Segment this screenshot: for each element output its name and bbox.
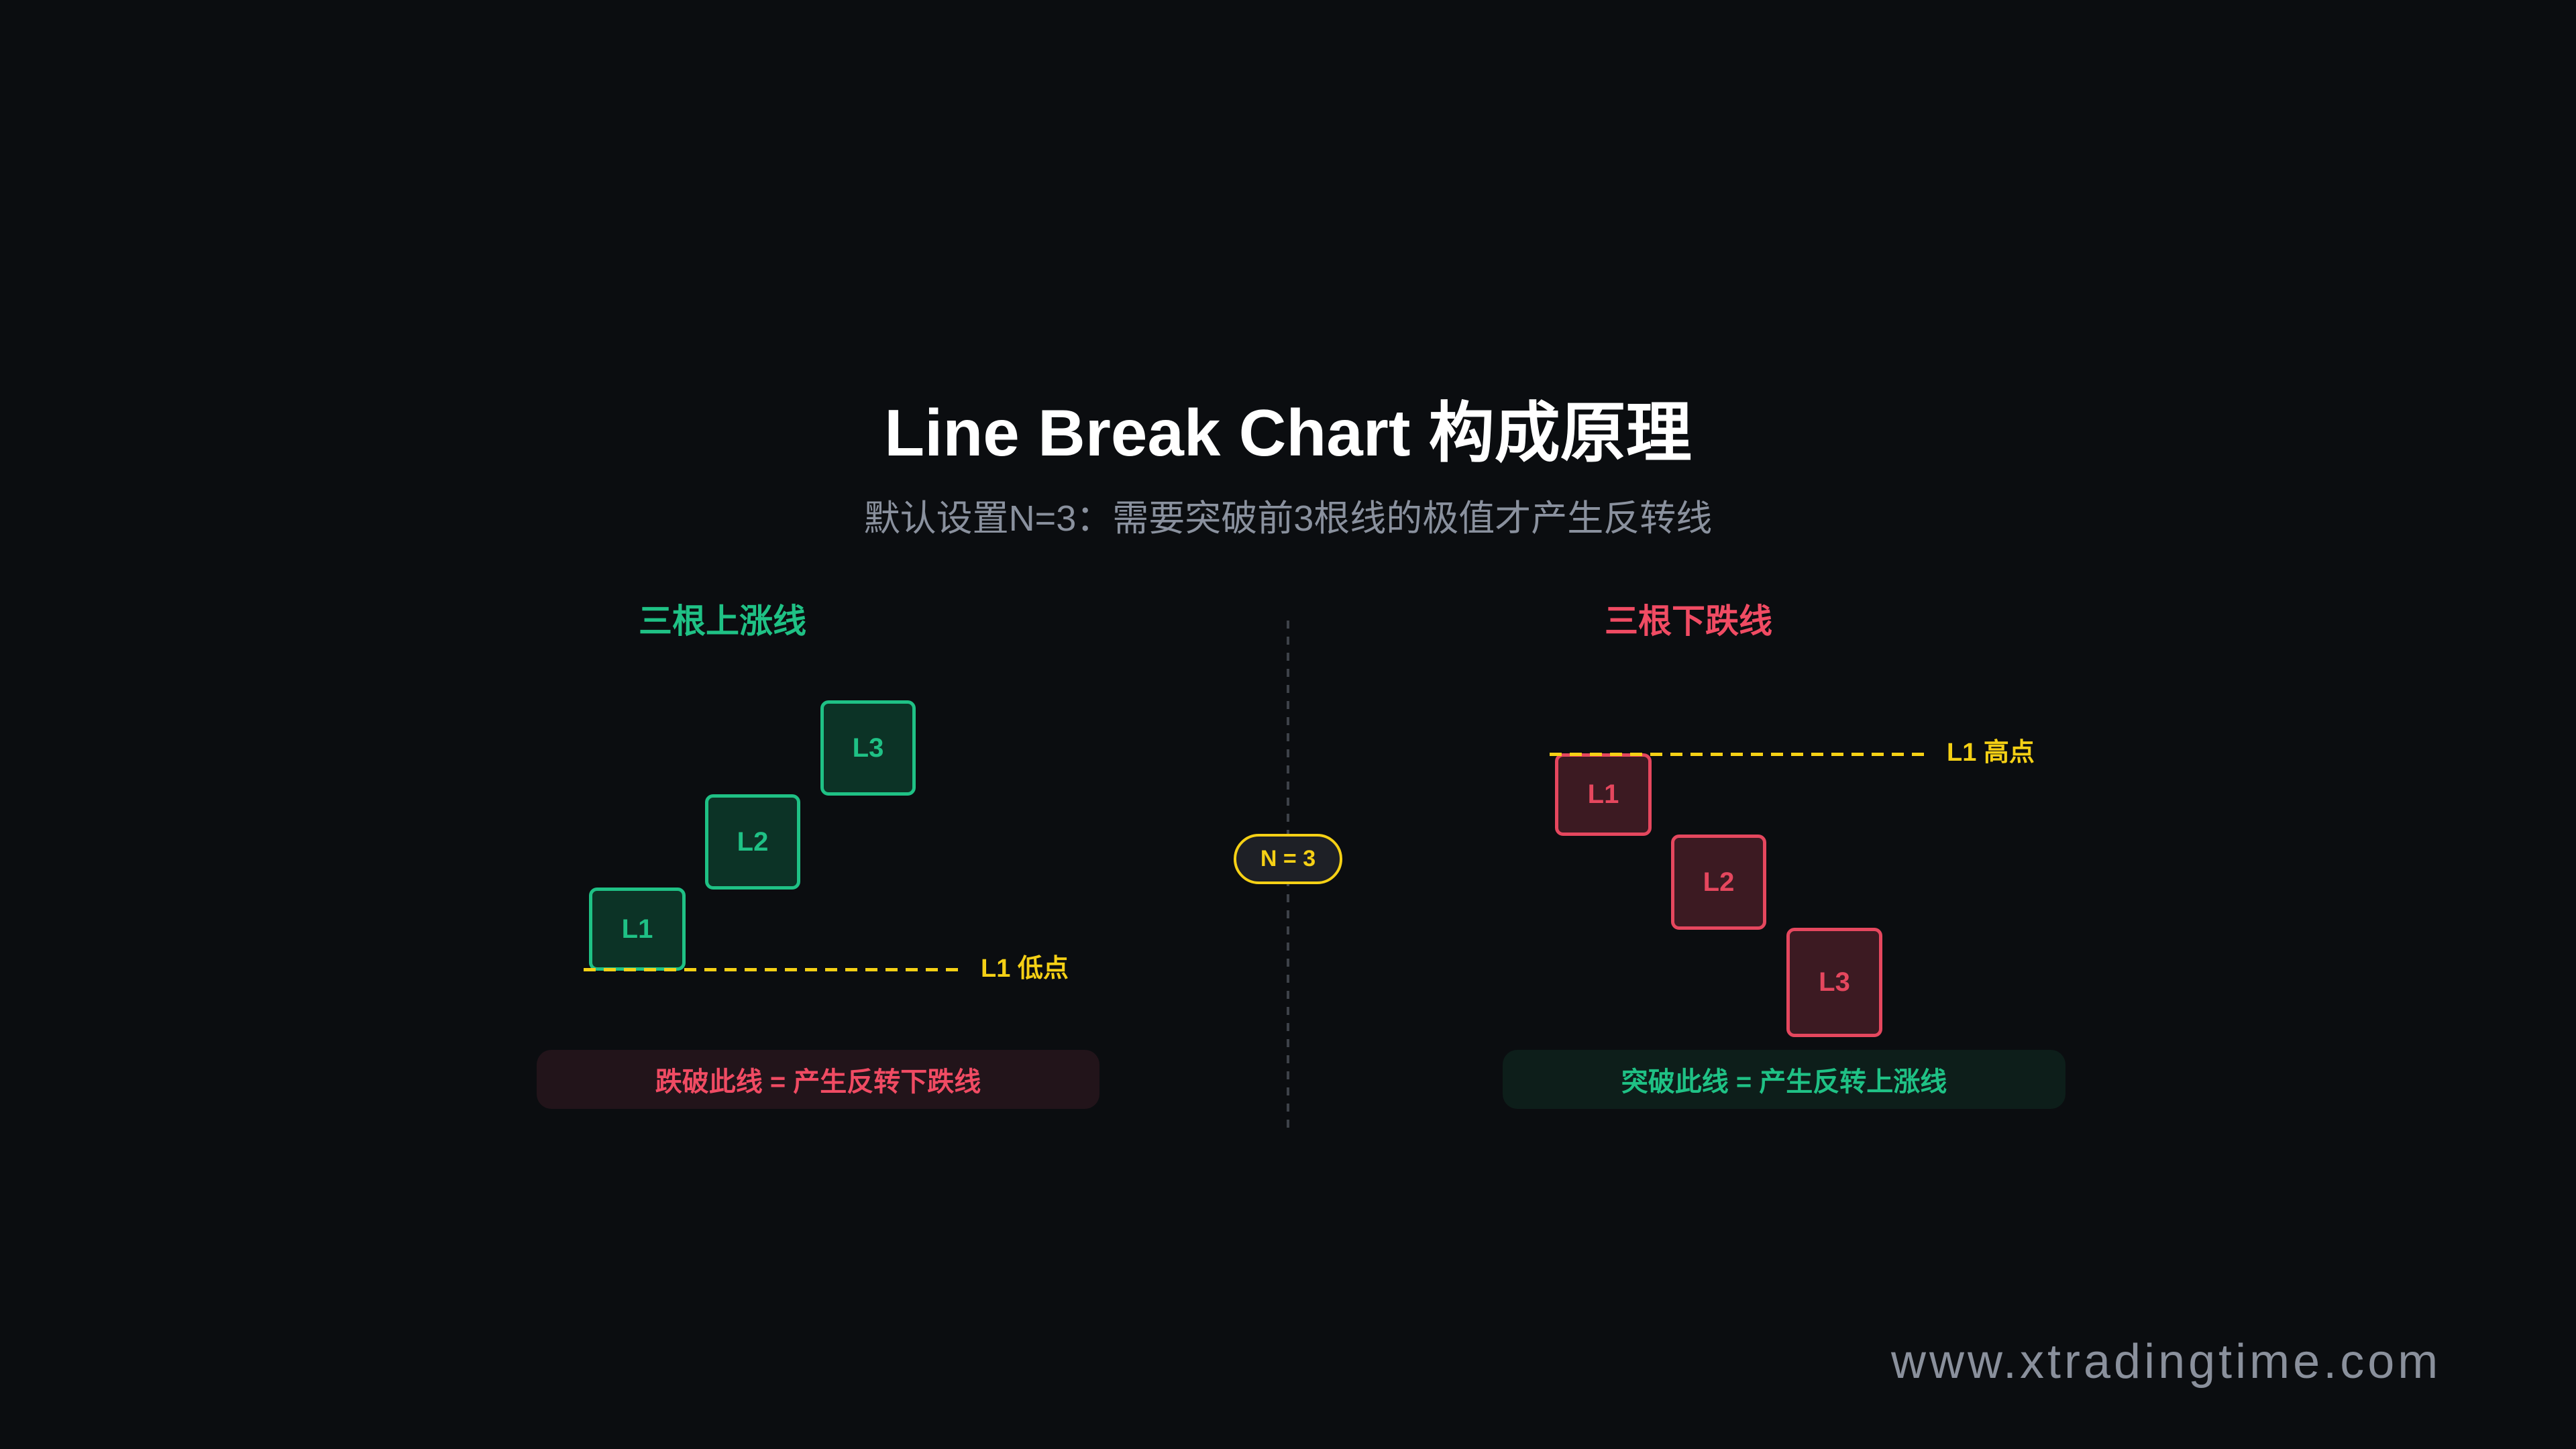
brick-label: L1	[1587, 780, 1619, 809]
page-title: Line Break Chart 构成原理	[884, 396, 1692, 470]
rising-lines-heading: 三根上涨线	[639, 602, 806, 640]
break-up-banner: 突破此线 = 产生反转上涨线	[1503, 1050, 2065, 1109]
l1-high-level-line	[1550, 753, 1929, 756]
falling-brick-l1: L1	[1555, 753, 1652, 836]
brick-label: L2	[737, 826, 769, 857]
rising-brick-l1: L1	[589, 888, 686, 971]
brick-label: L3	[852, 733, 884, 763]
brick-label: L1	[621, 914, 653, 944]
rising-brick-l3: L3	[820, 700, 916, 796]
break-down-banner-text: 跌破此线 = 产生反转下跌线	[655, 1067, 981, 1097]
falling-brick-l3: L3	[1786, 928, 1882, 1037]
break-down-banner: 跌破此线 = 产生反转下跌线	[537, 1050, 1099, 1109]
l1-high-label: L1 高点	[1947, 739, 2035, 767]
page-subtitle: 默认设置N=3：需要突破前3根线的极值才产生反转线	[863, 498, 1713, 539]
brick-label: L2	[1703, 867, 1735, 897]
site-watermark: www.xtradingtime.com	[1891, 1335, 2442, 1389]
rising-brick-l2: L2	[705, 794, 800, 890]
n-value-text: N = 3	[1260, 846, 1316, 871]
l1-low-level-line	[584, 968, 964, 971]
break-up-banner-text: 突破此线 = 产生反转上涨线	[1621, 1067, 1947, 1097]
l1-low-label: L1 低点	[981, 955, 1069, 983]
falling-brick-l2: L2	[1671, 835, 1766, 930]
brick-label: L3	[1819, 967, 1850, 997]
n-value-badge: N = 3	[1234, 834, 1342, 884]
falling-lines-heading: 三根下跌线	[1605, 602, 1772, 640]
